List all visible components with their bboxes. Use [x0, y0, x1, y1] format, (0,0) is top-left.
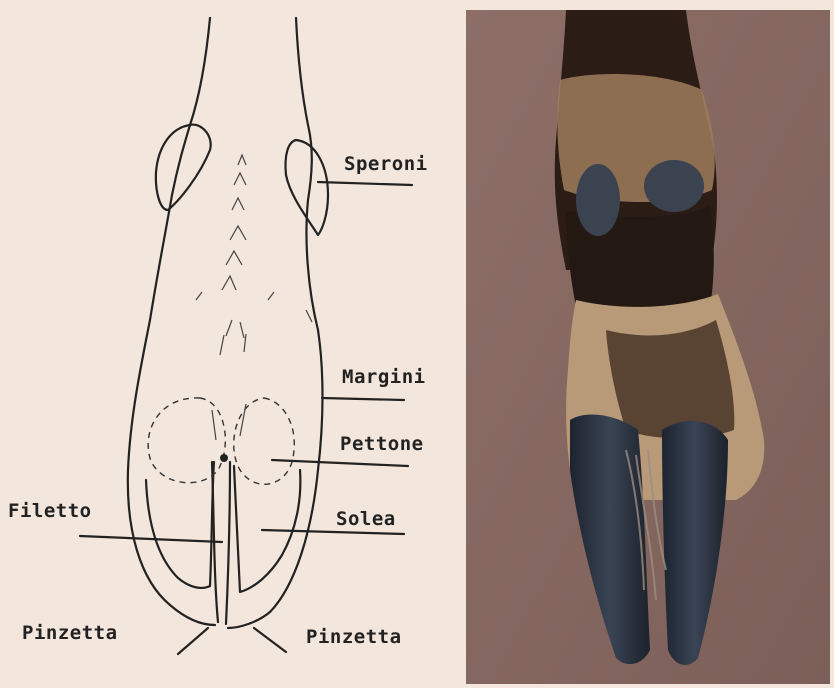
toe-left-inner	[146, 462, 214, 588]
fur-lower-shadow	[606, 320, 734, 438]
label-solea: Solea	[336, 508, 396, 530]
label-speroni: Speroni	[344, 153, 428, 175]
leader-speroni	[318, 182, 412, 185]
pettone-point	[220, 454, 228, 462]
toe-right-core	[226, 462, 230, 624]
hoof-line-drawing	[0, 0, 466, 688]
leader-margini	[322, 398, 404, 400]
leader-solea	[262, 530, 404, 534]
label-margini: Margini	[342, 366, 426, 388]
pad-right-dashed	[234, 398, 295, 484]
leader-pinzetta-left	[178, 628, 208, 654]
photo-dewclaw-left	[576, 164, 620, 236]
toe-right-inner	[234, 466, 300, 592]
leg-outline-right	[228, 18, 323, 628]
label-pinzetta-right: Pinzetta	[306, 626, 402, 648]
leader-filetto	[80, 536, 222, 542]
leader-pinzetta-right	[254, 628, 286, 652]
hoof-photo	[466, 10, 830, 684]
dewclaw-left	[156, 125, 211, 210]
photo-dewclaw-right	[644, 160, 704, 212]
label-filetto: Filetto	[8, 500, 92, 522]
label-pettone: Pettone	[340, 433, 424, 455]
label-pinzetta-left: Pinzetta	[22, 622, 118, 644]
leg-outline-left	[128, 18, 215, 625]
